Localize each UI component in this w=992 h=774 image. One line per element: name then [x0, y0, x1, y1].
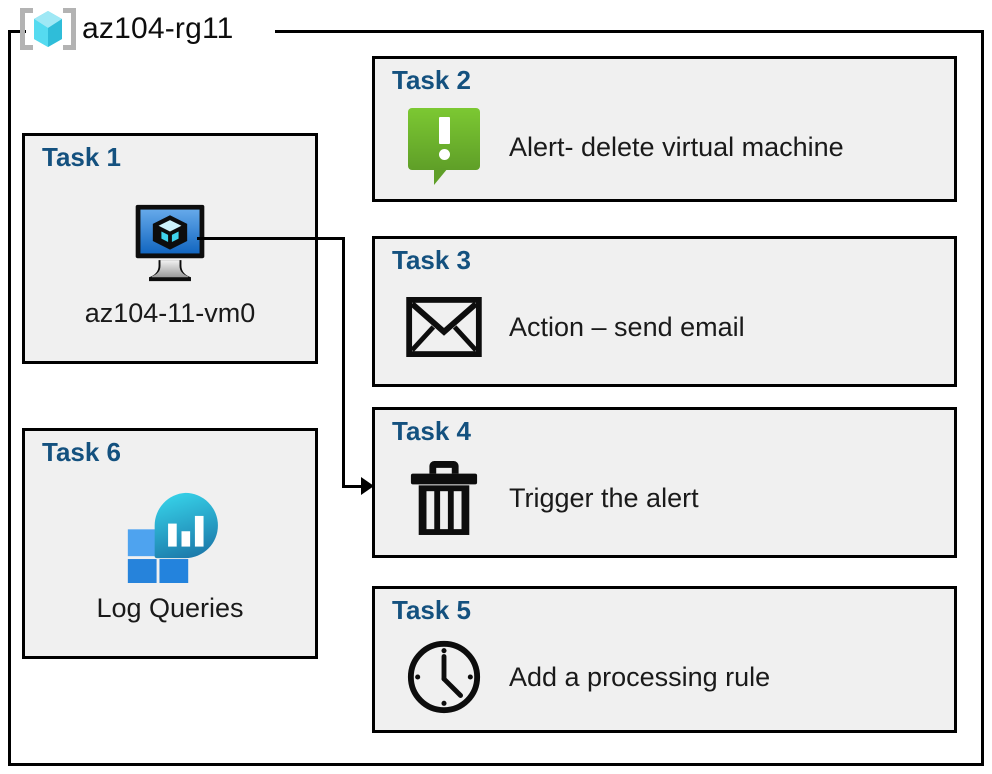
connector-segment-vertical	[342, 237, 345, 487]
connector-segment-horizontal-top	[197, 237, 345, 240]
exclamation-dot	[439, 149, 450, 160]
task-card-task6[interactable]: Task 6 Log Queri	[22, 428, 318, 659]
task-text: Action – send email	[509, 311, 745, 342]
resource-group-header: az104-rg11	[20, 2, 234, 56]
task-card-task3[interactable]: Task 3 Action – send email	[372, 236, 957, 387]
alert-bubble-icon	[405, 108, 483, 186]
task-card-task5[interactable]: Task 5 Add a processing rule	[372, 586, 957, 733]
azure-log-analytics-icon	[25, 489, 315, 585]
connector-segment-horizontal-bottom	[342, 485, 368, 488]
task-label: Task 3	[392, 245, 472, 275]
task-label: Task 6	[42, 437, 122, 467]
task-label: Task 4	[392, 416, 472, 446]
task-caption: az104-11-vm0	[84, 298, 256, 328]
clock-icon	[405, 638, 483, 716]
task-text: Add a processing rule	[509, 661, 771, 692]
task-label: Task 5	[392, 595, 472, 625]
task-text: Alert- delete virtual machine	[509, 131, 844, 162]
resource-group-title: az104-rg11	[82, 12, 234, 45]
task-card-task1[interactable]: Task 1	[22, 133, 318, 364]
trash-can-icon	[405, 459, 483, 537]
envelope-icon	[405, 288, 483, 366]
task-card-task2[interactable]: Task 2 Alert- delete virtual machine	[372, 56, 957, 202]
bracket-right-icon	[63, 8, 76, 50]
task-label: Task 2	[392, 65, 472, 95]
resource-group-container	[8, 30, 984, 766]
bracket-left-icon	[20, 8, 33, 50]
task-text: Trigger the alert	[509, 482, 699, 513]
resource-group-border-top-left	[8, 30, 26, 33]
exclamation-bar	[439, 117, 450, 144]
task-card-task4[interactable]: Task 4 Trigger the alert	[372, 407, 957, 558]
cube-icon	[33, 11, 63, 47]
task-caption: Log Queries	[96, 593, 244, 623]
resource-group-border-top-right	[275, 30, 984, 33]
task-label: Task 1	[42, 142, 122, 172]
azure-virtual-machine-icon	[25, 194, 315, 290]
alert-bubble-tail	[434, 168, 448, 185]
resource-group-icon	[20, 5, 76, 53]
arrow-right-icon	[361, 477, 374, 495]
